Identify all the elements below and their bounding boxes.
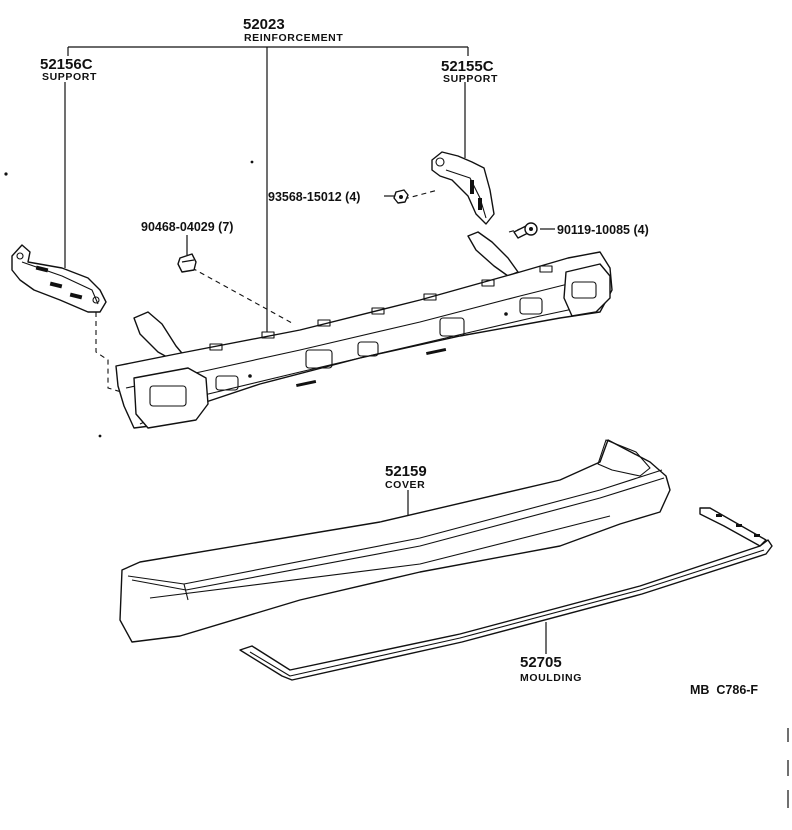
screw-label: 90119-10085 (4) <box>557 223 649 237</box>
cover-number: 52159 <box>385 463 427 480</box>
bolt-drawing <box>393 189 409 204</box>
stray-marks <box>4 160 789 808</box>
cover-name: COVER <box>385 479 425 491</box>
screw-drawing <box>513 222 538 239</box>
support-left-drawing <box>11 244 107 313</box>
clip-label: 90468-04029 (7) <box>141 220 233 234</box>
moulding-number: 52705 <box>520 654 562 671</box>
leader-lines <box>64 46 555 654</box>
moulding-name: MOULDING <box>520 672 582 684</box>
figure-code: MB C786-F <box>690 683 758 697</box>
reinforcement-drawing <box>115 231 613 429</box>
bolt-label: 93568-15012 (4) <box>268 190 360 204</box>
support-right-name: SUPPORT <box>443 73 498 85</box>
reinforcement-number: 52023 <box>243 16 285 33</box>
moulding-drawing <box>239 507 773 681</box>
cover-drawing <box>119 439 671 643</box>
reinforcement-name: REINFORCEMENT <box>244 32 343 44</box>
support-right-drawing <box>431 151 495 225</box>
support-left-number: 52156C <box>40 56 93 73</box>
support-left-name: SUPPORT <box>42 71 97 83</box>
support-right-number: 52155C <box>441 58 494 75</box>
clip-drawing <box>177 253 197 273</box>
